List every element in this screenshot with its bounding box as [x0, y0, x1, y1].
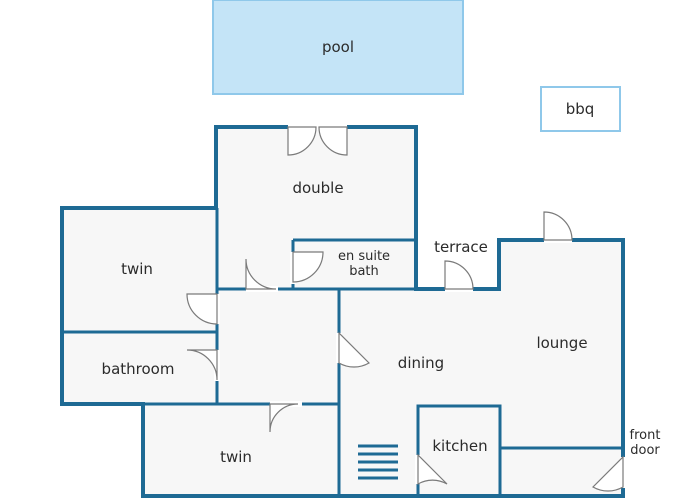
- bbq-area[interactable]: [540, 86, 621, 132]
- stairs: [358, 444, 398, 480]
- double-door-right[interactable]: [318, 126, 348, 156]
- kitchen-door[interactable]: [417, 453, 448, 486]
- dining-door[interactable]: [338, 331, 370, 368]
- lounge-door[interactable]: [543, 211, 573, 241]
- bathroom-door[interactable]: [186, 349, 218, 381]
- dining-label: dining: [398, 354, 444, 372]
- en-suite-door[interactable]: [292, 251, 324, 283]
- twin-lower-door-left[interactable]: [269, 403, 299, 433]
- twin-upper-door[interactable]: [186, 293, 218, 325]
- twin-lower-label: twin: [220, 448, 252, 466]
- double-label: double: [292, 179, 343, 197]
- front-door-label-line1: front: [630, 428, 661, 443]
- double-door-left[interactable]: [287, 126, 317, 156]
- kitchen-label: kitchen: [432, 437, 487, 455]
- en-suite-label-line2: bath: [349, 264, 379, 279]
- pool-area[interactable]: [212, 0, 464, 95]
- interior-walls: [62, 208, 623, 498]
- lounge-label: lounge: [536, 334, 587, 352]
- front-door[interactable]: [592, 455, 624, 492]
- door-swings: [186, 126, 624, 492]
- pool-label: pool: [322, 38, 354, 56]
- front-door-label-line2: door: [630, 443, 660, 458]
- double-room-door[interactable]: [245, 258, 277, 290]
- terrace-door[interactable]: [444, 260, 474, 290]
- bathroom-label: bathroom: [102, 360, 175, 378]
- en-suite-label-line1: en suite: [338, 249, 390, 264]
- terrace-label: terrace: [434, 238, 488, 256]
- bbq-label: bbq: [566, 100, 595, 118]
- twin-upper-label: twin: [121, 260, 153, 278]
